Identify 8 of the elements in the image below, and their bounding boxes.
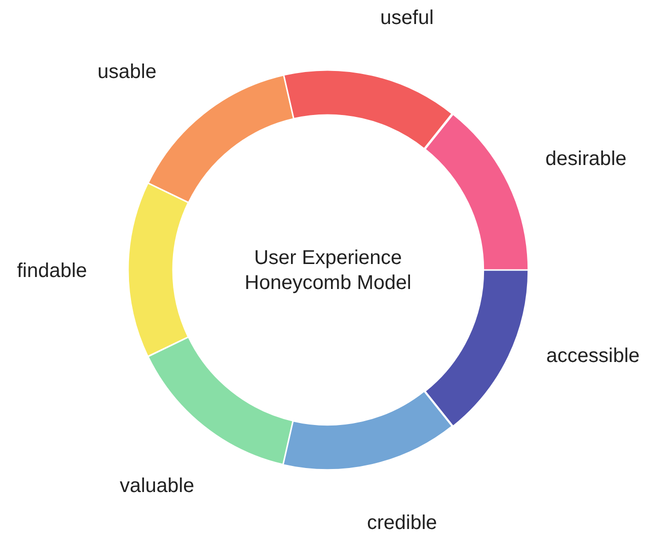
segment-label: useful <box>380 6 434 30</box>
segment-label: desirable <box>545 146 627 171</box>
title-text: User Experience Honeycomb Model <box>244 246 412 296</box>
segment-label: valuable <box>120 474 194 498</box>
segment-label: accessible <box>546 344 640 368</box>
segment-label: findable <box>16 258 88 283</box>
segment-label: usable <box>98 60 156 84</box>
segment-label: credible <box>366 510 438 535</box>
